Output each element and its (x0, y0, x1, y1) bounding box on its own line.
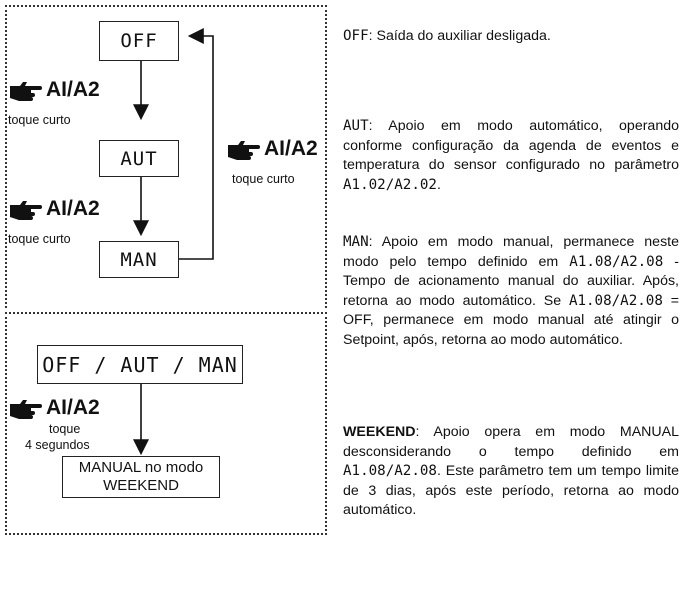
desc-weekend-text2: . Este parâmetro tem um tempo limite de … (343, 463, 679, 518)
param-aut: A1.02/A2.02 (343, 176, 437, 193)
short-touch-label-2: toque curto (8, 232, 71, 246)
param-man-1: A1.08/A2.08 (569, 253, 664, 270)
param-weekend: A1.08/A2.08 (343, 463, 437, 479)
hand-label-text: AI/A2 (46, 197, 100, 220)
long-touch-label-line2: 4 segundos (25, 438, 90, 452)
term-off: OFF (343, 28, 369, 44)
weekend-diagram-frame (5, 312, 327, 535)
term-aut: AUT (343, 118, 369, 134)
pointing-hand-icon (10, 82, 42, 101)
desc-man-text1: : Apoio em modo manual, permanece neste … (343, 234, 679, 270)
description-aut: AUT: Apoio em modo automático, operando … (343, 117, 679, 195)
weekend-mode-box: MANUAL no modo WEEKEND (62, 456, 220, 498)
state-diagram-frame (5, 5, 327, 308)
desc-man-text3: = OFF, permanece em modo manual até atin… (343, 292, 679, 348)
state-man-box: MAN (99, 241, 179, 278)
desc-man-text2: - Tempo de acionamento manual do auxilia… (343, 253, 679, 309)
state-aut-box: AUT (99, 140, 179, 177)
term-weekend: WEEKEND (343, 424, 416, 440)
hand-label-1: AI/A2 (8, 78, 100, 102)
weekend-box-line1: MANUAL no modo (78, 459, 204, 476)
short-touch-label-3: toque curto (232, 172, 295, 186)
long-touch-label-line1: toque (49, 422, 81, 436)
description-weekend: WEEKEND: Apoio opera em modo MANUAL desc… (343, 423, 679, 521)
pointing-hand-icon (228, 141, 260, 160)
hand-label-3: AI/A2 (226, 137, 318, 161)
hand-label-2: AI/A2 (8, 197, 100, 221)
hand-label-text: AI/A2 (46, 396, 100, 419)
hand-label-text: AI/A2 (46, 78, 100, 101)
description-off: OFF: Saída do auxiliar desligada. (343, 27, 679, 47)
desc-off-text: : Saída do auxiliar desligada. (368, 28, 551, 44)
weekend-box-line2: WEEKEND (103, 477, 179, 494)
pointing-hand-icon (10, 201, 42, 220)
state-off-box: OFF (99, 21, 179, 61)
description-man: MAN: Apoio em modo manual, permanece nes… (343, 233, 679, 350)
param-man-2: A1.08/A2.08 (568, 292, 663, 309)
short-touch-label-1: toque curto (8, 113, 71, 127)
hand-label-4: AI/A2 (8, 396, 100, 420)
desc-aut-text: : Apoio em modo automático, operando con… (343, 118, 679, 173)
term-man: MAN (343, 234, 369, 250)
desc-weekend-text1: : Apoio opera em modo MANUAL desconsider… (343, 424, 679, 460)
pointing-hand-icon (10, 400, 42, 419)
hand-label-text: AI/A2 (264, 137, 318, 160)
state-combined-box: OFF / AUT / MAN (37, 345, 243, 384)
desc-aut-end: . (436, 176, 441, 193)
